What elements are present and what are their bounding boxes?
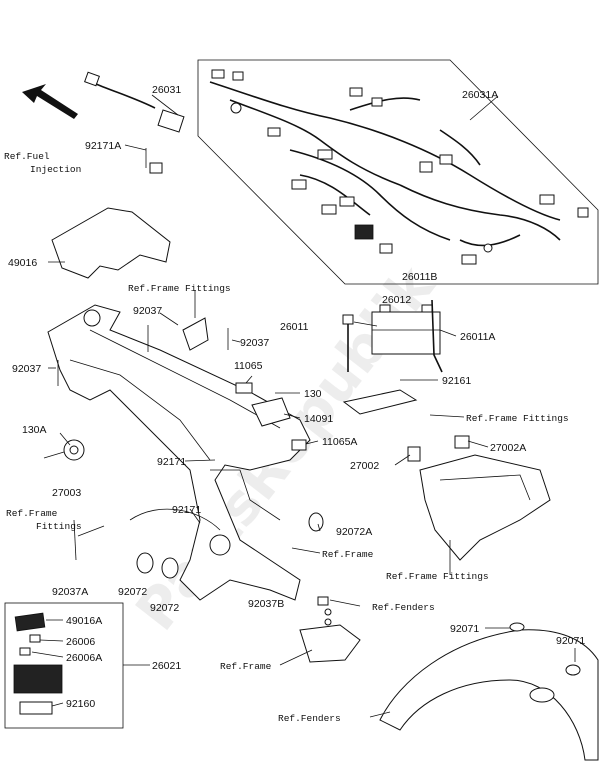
pad-49016 [51, 207, 171, 279]
label-ref-fenders-mid: Ref.Fenders [372, 602, 435, 613]
label-26011A: 26011A [460, 331, 495, 343]
label-27002: 27002 [350, 460, 379, 472]
label-92072A: 92072A [336, 526, 372, 538]
label-ref-fuel-injection-1: Ref.Fuel [4, 151, 50, 162]
label-ref-fenders-low: Ref.Fenders [278, 713, 341, 724]
label-ref-frame-low: Ref.Frame [220, 661, 272, 672]
label-26011: 26011 [280, 321, 309, 333]
label-92037-top: 92037 [133, 305, 162, 317]
label-92160: 92160 [66, 698, 95, 710]
label-92072-b: 92072 [150, 602, 179, 614]
battery-26012 [371, 304, 441, 355]
main-harness-drawing [209, 69, 589, 265]
label-92072-a: 92072 [118, 586, 147, 598]
label-11065A: 11065A [322, 436, 357, 448]
relay-27002A [454, 435, 470, 449]
label-11065: 11065 [234, 360, 263, 372]
bracket-frame-fittings [182, 317, 209, 351]
label-ref-frame-fittings-top: Ref.Frame Fittings [128, 283, 231, 294]
label-ref-fuel-injection-2: Injection [30, 164, 81, 175]
cover-14091 [251, 397, 291, 427]
label-92171-b: 92171 [172, 504, 201, 516]
label-92171A: 92171A [85, 140, 121, 152]
horn-27003 [43, 439, 85, 461]
label-92161: 92161 [442, 375, 471, 387]
label-ref-frame-fittings-left-1: Ref.Frame [6, 508, 58, 519]
label-26006: 26006 [66, 636, 95, 648]
sub-harness-26031 [84, 71, 185, 133]
label-92071-b: 92071 [556, 635, 585, 647]
label-92071-a: 92071 [450, 623, 479, 635]
label-ref-frame-fittings-right: Ref.Frame Fittings [466, 413, 569, 424]
cable-26011A [431, 299, 443, 373]
bolt-92037A [73, 519, 77, 561]
label-92037-right: 92037 [240, 337, 269, 349]
clip-92171A [145, 148, 163, 174]
label-26031A: 26031A [462, 89, 498, 101]
label-26021: 26021 [152, 660, 181, 672]
label-130A: 130A [22, 424, 47, 436]
label-49016A: 49016A [66, 615, 102, 627]
rear-fender [379, 629, 599, 761]
label-26006A: 26006A [66, 652, 102, 664]
clamp-92072A [308, 512, 324, 532]
grommet-92071-a [509, 622, 525, 632]
fasteners-92037B [317, 596, 332, 626]
label-92037B: 92037B [248, 598, 284, 610]
label-92037A: 92037A [52, 586, 88, 598]
frame-drawing [47, 304, 311, 601]
label-27002A: 27002A [490, 442, 526, 454]
leader-lines [31, 94, 576, 718]
label-26031: 26031 [152, 84, 181, 96]
label-130: 130 [304, 388, 322, 400]
label-14091: 14091 [304, 413, 333, 425]
pad-92161 [342, 389, 418, 415]
front-direction-arrow-icon [22, 84, 78, 119]
battery-case [419, 454, 551, 561]
label-27003: 27003 [52, 487, 81, 499]
label-49016: 49016 [8, 257, 37, 269]
bracket-11065A [291, 439, 307, 451]
cable-26011 [342, 314, 354, 372]
label-92171-a: 92171 [157, 456, 186, 468]
label-ref-frame-fittings-left-2: Fittings [36, 521, 82, 532]
kit-box [4, 602, 124, 729]
grommet-92071-b [565, 664, 581, 676]
label-26012: 26012 [382, 294, 411, 306]
clamp-92072-b [161, 557, 179, 579]
clamp-92072-a [136, 552, 154, 574]
bracket-fender [299, 624, 361, 663]
wiring-harness-box [197, 59, 599, 285]
label-26011B: 26011B [402, 271, 437, 283]
bracket-11065 [235, 382, 253, 394]
label-ref-frame-mid: Ref.Frame [322, 549, 374, 560]
label-ref-frame-fittings-bottom: Ref.Frame Fittings [386, 571, 489, 582]
label-92037-left: 92037 [12, 363, 41, 375]
relay-27002 [407, 446, 421, 462]
